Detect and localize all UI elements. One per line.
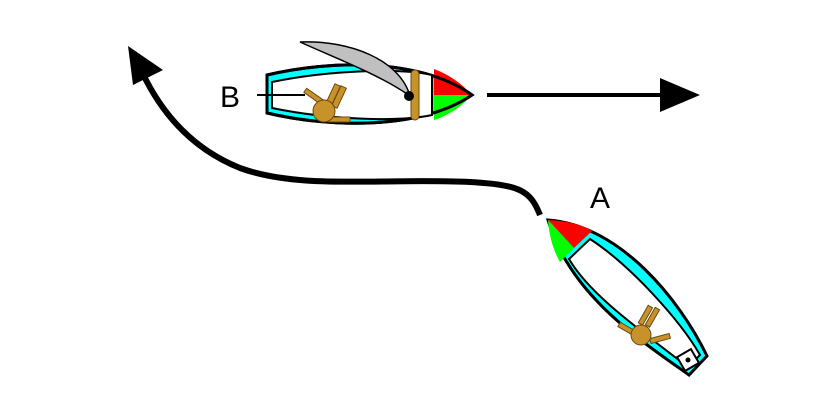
crew-icon [617, 304, 672, 346]
boat-b: B [220, 41, 475, 125]
boat-b-course-arrow [487, 78, 700, 112]
boat-b-label: B [220, 81, 240, 114]
crew-icon [303, 83, 351, 123]
boat-a-course-arrow [128, 46, 543, 217]
boat-a: A [545, 182, 709, 377]
mast-icon [404, 91, 414, 101]
boat-a-label: A [590, 182, 610, 215]
